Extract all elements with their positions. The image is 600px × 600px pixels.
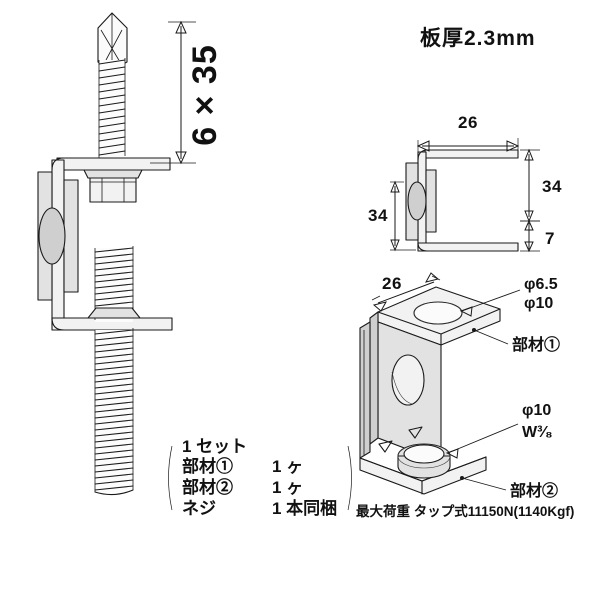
- dim-34-right-label: 34: [542, 177, 562, 196]
- iso-bottom-hole: [403, 444, 445, 464]
- set-row-1-qty: 1 ヶ: [272, 478, 303, 497]
- callout-part-two-label: 部材②: [510, 481, 558, 500]
- set-row-1-item: 部材②: [182, 477, 233, 497]
- plate-thickness-title: 板厚2.3mm: [420, 27, 536, 50]
- set-contents-block: 1 セット 部材① 1 ヶ 部材② 1 ヶ ネジ 1 本同梱: [168, 437, 352, 518]
- dim-7-bottom: 7: [520, 219, 555, 253]
- dim-34-left-label: 34: [368, 206, 388, 225]
- iso-weld-mark-left: [378, 440, 393, 453]
- iso-back-upright: [359, 321, 371, 459]
- iso-weld-mark-right: [408, 426, 423, 439]
- dim-26-top: 26: [416, 113, 520, 152]
- bracket-top-plate: [56, 157, 171, 171]
- iso-web-side: [369, 311, 379, 445]
- nut-flange: [83, 169, 143, 179]
- c-bracket-assembly: [37, 157, 173, 331]
- profile-emboss: [407, 181, 427, 221]
- profile-front-tab: [425, 169, 437, 233]
- callout-phi-10-bottom: φ10: [522, 402, 551, 419]
- iso-boss-wall: [397, 455, 451, 479]
- threaded-rod: [87, 246, 141, 496]
- profile-bottom-flange: [417, 242, 519, 252]
- dim-34-right: 34: [520, 148, 562, 223]
- self-drilling-screw: [97, 12, 128, 158]
- set-row-0-qty: 1 ヶ: [272, 457, 303, 476]
- callout-phi-10-top: φ10: [524, 295, 553, 312]
- set-left-paren: [168, 445, 173, 511]
- dim-26-top-label: 26: [458, 113, 478, 132]
- set-row-2-qty: 1 本同梱: [272, 498, 337, 518]
- screw-length-label: 6 × 35: [186, 44, 224, 145]
- bracket-isometric-view: 26 φ6.5 φ10 部材① φ10 W³⁄₈ 部材②: [359, 272, 560, 500]
- callout-dot-part-one: [472, 328, 476, 332]
- callout-part-two: 部材②: [460, 476, 558, 500]
- back-plate-right: [63, 179, 79, 293]
- dim-26-iso: 26: [371, 272, 441, 312]
- rod-washer-seat: [87, 307, 141, 319]
- screw-length-dimension: 6 × 35: [150, 20, 224, 165]
- hex-flange-nut: [83, 169, 143, 203]
- callout-phi-6-5: φ6.5: [524, 276, 558, 293]
- max-load-text: 最大荷重 タップ式11150N(1140Kgf): [356, 503, 574, 519]
- dim-7-bottom-label: 7: [545, 229, 555, 248]
- set-row-0-item: 部材①: [182, 456, 233, 476]
- iso-web-emboss: [391, 354, 425, 406]
- profile-top-flange: [424, 149, 519, 159]
- screw-thread-shank: [98, 58, 126, 158]
- web-emboss: [38, 207, 66, 265]
- bracket-profile-shape: [405, 149, 519, 252]
- dim-26-iso-label: 26: [382, 274, 402, 293]
- callout-bottom-hole: φ10 W³⁄₈: [445, 402, 553, 459]
- callout-part-one-label: 部材①: [512, 335, 560, 354]
- callout-top-hole: φ6.5 φ10: [459, 276, 558, 317]
- set-row-2-item: ネジ: [182, 499, 216, 518]
- callout-thread-w38: W³⁄₈: [522, 424, 553, 441]
- assembly-elevation-view: 6 × 35: [37, 12, 224, 496]
- dim-34-left: 34: [368, 180, 416, 252]
- bracket-profile-view: 板厚2.3mm 26: [368, 27, 562, 253]
- callout-dot-part-two: [460, 476, 464, 480]
- set-right-paren: [347, 445, 352, 511]
- set-heading: 1 セット: [182, 437, 247, 456]
- nut-body: [89, 177, 137, 203]
- callout-part-one: 部材①: [472, 328, 560, 354]
